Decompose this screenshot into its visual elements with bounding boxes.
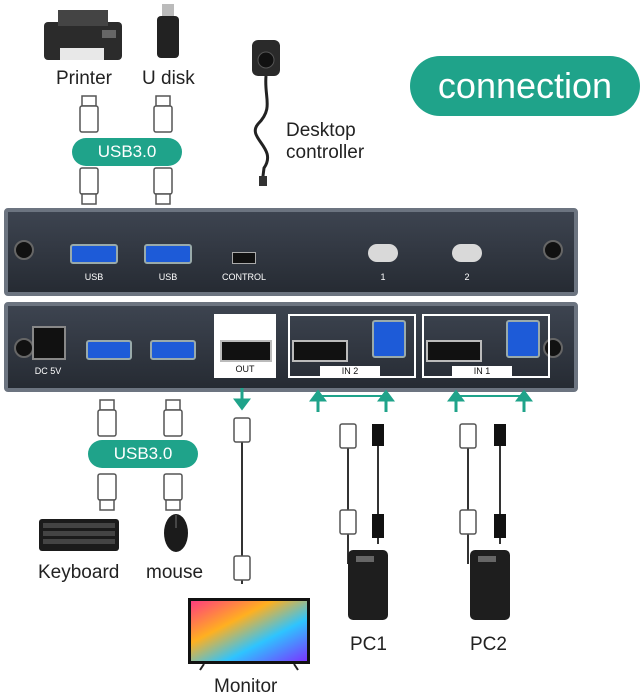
usb-port-1[interactable]	[70, 244, 118, 264]
usb-port-1-label: USB	[84, 272, 104, 282]
usb-port-2-label: USB	[158, 272, 178, 282]
pc2-label: PC2	[470, 634, 507, 655]
monitor-icon	[188, 598, 310, 671]
cables	[233, 417, 506, 584]
arrow-icons	[233, 388, 533, 412]
control-port[interactable]	[232, 252, 256, 264]
desktop-controller-icon	[252, 40, 280, 186]
screw-icon	[543, 240, 563, 260]
power-port-label: DC 5V	[34, 366, 62, 376]
in1-box	[422, 314, 550, 378]
mouse-icon	[164, 514, 188, 552]
hdmi-out-port[interactable]	[220, 340, 272, 362]
hdmi-in2-port[interactable]	[292, 340, 348, 362]
pc-icon	[470, 550, 510, 620]
in1-label: IN 1	[452, 366, 512, 376]
usb-port-2[interactable]	[144, 244, 192, 264]
power-port[interactable]	[32, 326, 66, 360]
printer-label: Printer	[56, 68, 112, 89]
usb-hub-bottom: USB3.0	[88, 440, 198, 468]
usb-port-mouse[interactable]	[86, 340, 132, 360]
pc-icon	[348, 550, 388, 620]
monitor-label: Monitor	[214, 676, 278, 697]
title-badge: connection	[410, 56, 640, 116]
usb-connector-icons-top	[79, 95, 173, 205]
switch-button-1-label: 1	[380, 272, 386, 282]
controller-label: Desktop controller	[286, 120, 365, 163]
screw-icon	[14, 338, 34, 358]
usb-b-in1-port[interactable]	[506, 320, 540, 358]
switch-button-2[interactable]	[452, 244, 482, 262]
usb-port-keyboard[interactable]	[150, 340, 196, 360]
control-port-label: CONTROL	[221, 272, 266, 282]
printer-icon	[44, 10, 122, 60]
out-label: OUT	[235, 364, 255, 374]
hdmi-in1-port[interactable]	[426, 340, 482, 362]
switch-button-2-label: 2	[464, 272, 470, 282]
usb-b-in2-port[interactable]	[372, 320, 406, 358]
kvm-front-panel	[4, 208, 578, 296]
keyboard-label: Keyboard	[38, 562, 120, 583]
usb-disk-icon	[157, 4, 179, 58]
udisk-label: U disk	[142, 68, 195, 89]
in2-box	[288, 314, 416, 378]
usb-hub-top: USB3.0	[72, 138, 182, 166]
screw-icon	[14, 240, 34, 260]
keyboard-icon	[39, 519, 119, 551]
usb-connector-icons-bottom	[97, 399, 183, 511]
switch-button-1[interactable]	[368, 244, 398, 262]
pc1-label: PC1	[350, 634, 387, 655]
mouse-label: mouse	[146, 562, 204, 583]
in2-label: IN 2	[320, 366, 380, 376]
